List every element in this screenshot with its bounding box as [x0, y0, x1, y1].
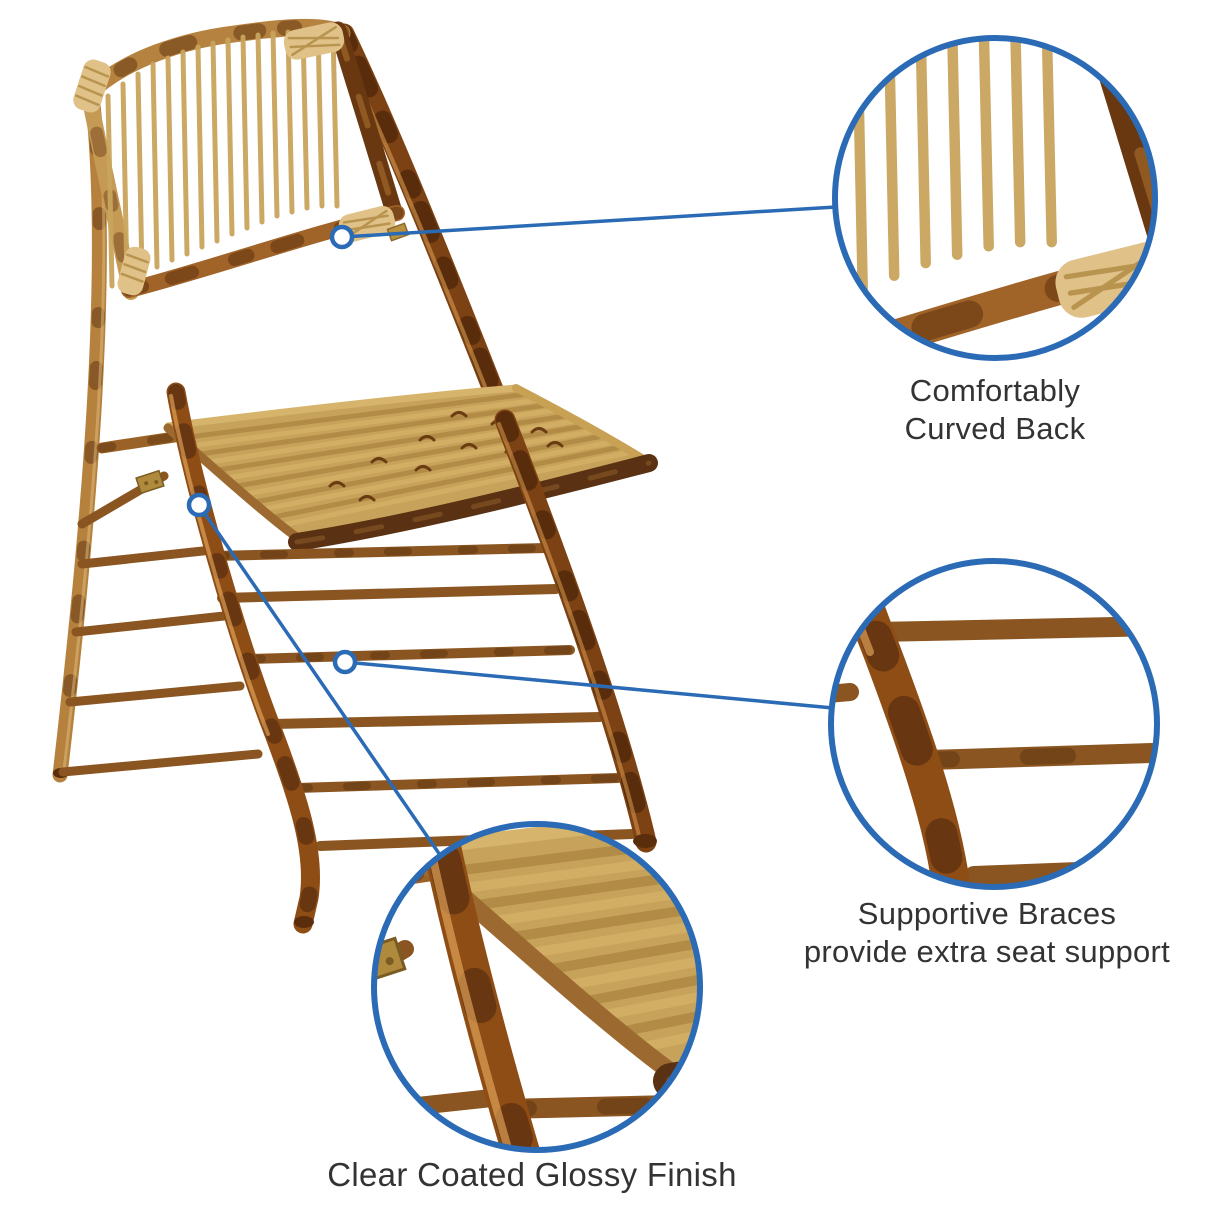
rattan-wrap-bottom-left: [117, 246, 151, 296]
callout-text-line: Curved Back: [904, 411, 1086, 446]
callout-circle-braces: [828, 558, 1160, 890]
callout-label-curved-back: Comfortably Curved Back: [795, 372, 1195, 448]
connector-line-glossy: [197, 504, 442, 856]
zoom-point-marker-braces: [332, 649, 358, 675]
rear-left-leg: [52, 72, 107, 783]
seat: [163, 384, 658, 551]
support-braces: [58, 543, 637, 851]
callout-circle-curved-back: [832, 35, 1158, 361]
rattan-wrap-top-right: [283, 22, 345, 60]
zoom-point-marker-glossy: [186, 492, 212, 518]
zoom-point-marker-back: [329, 224, 355, 250]
rear-right-leg-lower: [494, 409, 657, 853]
callout-text-line: provide extra seat support: [803, 934, 1171, 969]
callout-circle-glossy: [371, 821, 703, 1153]
bamboo-folding-chair-photo: [52, 18, 658, 934]
folding-bracket: [135, 469, 165, 495]
callout-label-glossy: Clear Coated Glossy Finish: [260, 1156, 804, 1194]
connector-line-curved-back: [341, 205, 837, 239]
callout-text-line: Supportive Braces: [857, 896, 1117, 931]
rattan-wrap-top-left: [73, 59, 111, 113]
callout-text-line: Clear Coated Glossy Finish: [327, 1156, 737, 1193]
connector-line-braces: [344, 660, 834, 710]
callout-label-braces: Supportive Braces provide extra seat sup…: [760, 895, 1214, 971]
front-left-leg: [166, 382, 321, 934]
callout-text-line: Comfortably: [909, 373, 1081, 408]
backrest-spindles: [105, 28, 340, 289]
